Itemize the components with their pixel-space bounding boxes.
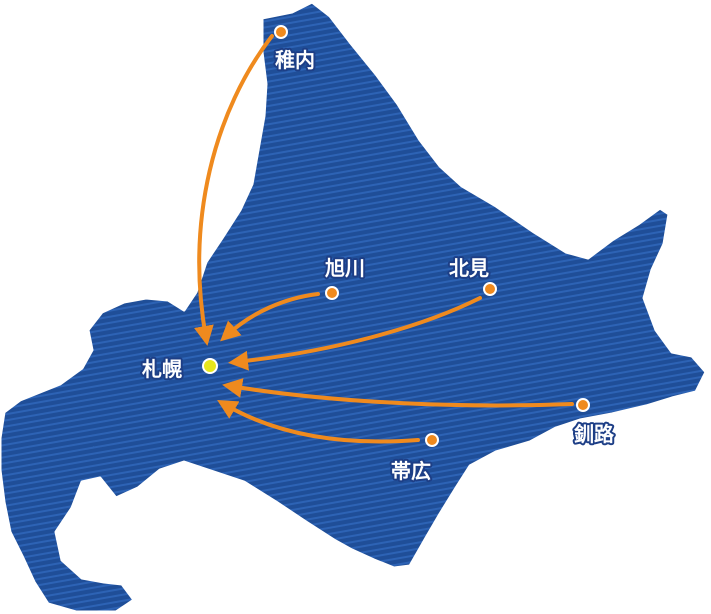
city-label-kushiro: 釧路 (574, 422, 615, 446)
city-label-wakkanai: 稚内 (275, 48, 315, 72)
route-lines (194, 34, 574, 444)
city-dot-wakkanai (274, 25, 288, 39)
city-dot-asahikawa (325, 286, 339, 300)
city-dot-obihiro (425, 433, 439, 447)
city-label-kitami: 北見 (449, 256, 489, 280)
city-label-obihiro: 帯広 (391, 459, 431, 483)
route-kitami-sapporo (228, 296, 482, 371)
hub-dot-sapporo (202, 358, 218, 374)
route-obihiro-sapporo (217, 399, 420, 444)
route-asahikawa-sapporo (220, 292, 320, 342)
city-dot-kushiro (576, 398, 590, 412)
hub-label-sapporo: 札幌 (141, 357, 182, 381)
city-label-asahikawa: 旭川 (324, 256, 365, 280)
route-kushiro-sapporo (222, 378, 574, 408)
city-dot-kitami (483, 282, 497, 296)
route-wakkanai-sapporo (194, 34, 274, 346)
